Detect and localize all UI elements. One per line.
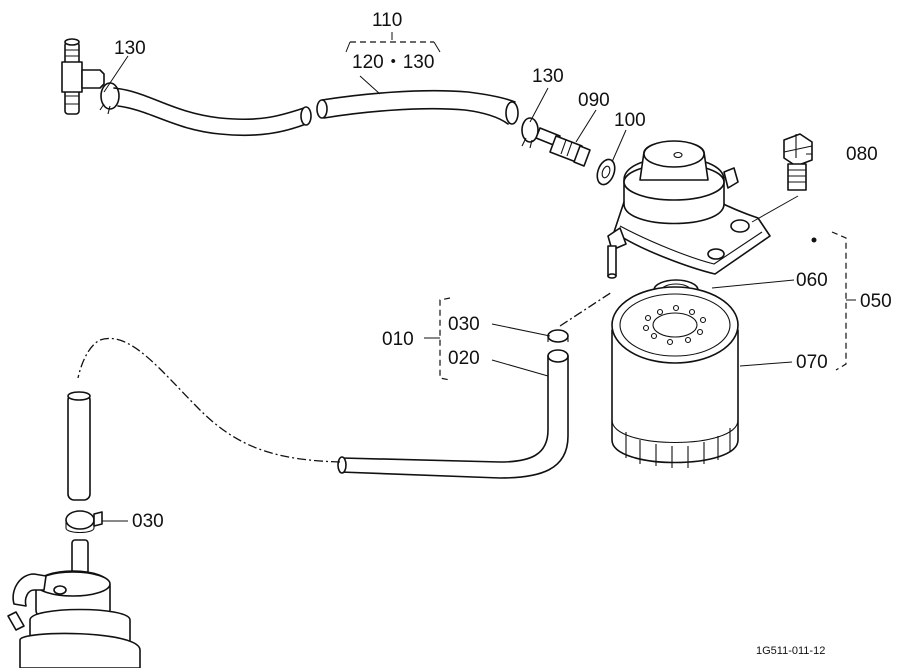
fuel-hose-110 [113,87,519,137]
bracket-050 [811,231,856,371]
callout-120-130: 120・130 [352,52,434,73]
callout-050: 050 [860,291,892,312]
fuel-pump [7,539,141,668]
washer-100 [596,158,616,186]
fuel-hose-lower [67,391,91,501]
hose-joint-090 [535,127,591,167]
tee-fitting [61,38,105,115]
callout-110: 110 [372,10,402,31]
callout-070: 070 [796,352,828,373]
clamp-030-upper [547,329,569,343]
bolt-080 [783,133,813,191]
callout-130-left: 130 [114,38,146,59]
filter-holes [642,304,707,346]
callout-010: 010 [382,329,414,350]
callout-020: 020 [448,348,480,369]
callout-130-right: 130 [532,66,564,87]
callout-080: 080 [846,144,878,165]
bracket-010 [424,297,451,381]
hose-clamp-130-right [521,117,539,149]
filter-cartridge-070 [611,286,739,468]
callout-090: 090 [578,90,610,111]
callout-060: 060 [796,270,828,291]
filter-head [607,140,771,279]
hose-route-to-filter [559,291,613,327]
drawing-reference-code: 1G511-011-12 [756,645,825,657]
leader-lines [102,55,812,522]
callout-030-lower: 030 [132,511,164,532]
clamp-030-lower [65,510,103,534]
fuel-hose-020 [337,349,569,479]
callout-030-upper: 030 [448,314,480,335]
hose-route-dashed [77,337,341,463]
bracket-110 [345,32,441,53]
callout-100: 100 [614,110,646,131]
